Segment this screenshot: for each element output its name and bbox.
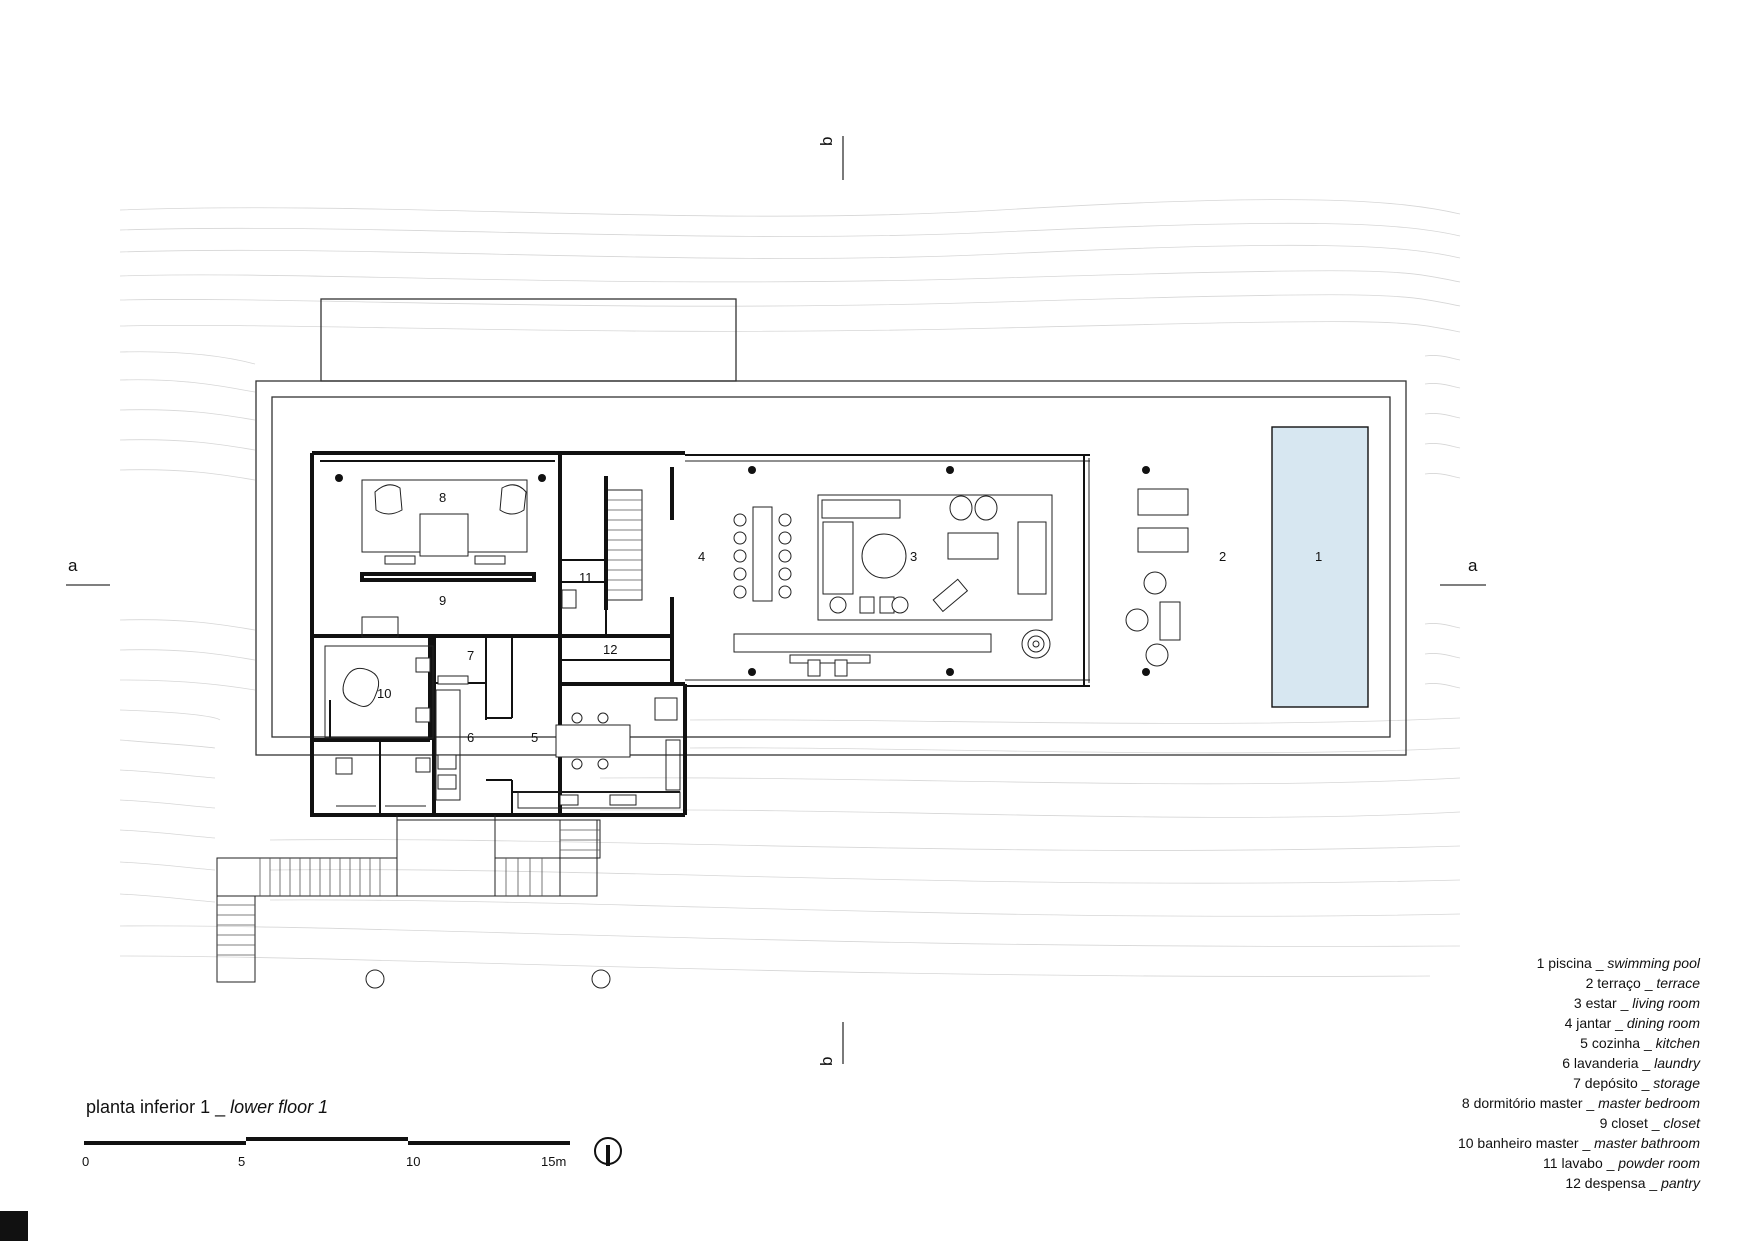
legend-item-pt: 8 dormitório master _	[1461, 1095, 1599, 1111]
room-number-12: 12	[603, 642, 617, 657]
svg-text:b: b	[817, 137, 836, 146]
drawing-title-en: lower floor 1	[230, 1097, 329, 1117]
room-number-6: 6	[467, 730, 474, 745]
glass-pavilion	[685, 454, 1090, 687]
svg-text:b: b	[817, 1057, 836, 1066]
svg-text:a: a	[68, 556, 78, 575]
bedroom-furniture	[360, 479, 536, 638]
legend-item: 8 dormitório master _ master bedroom	[1300, 1093, 1700, 1113]
dining-furniture	[733, 506, 792, 602]
legend-item-pt: 1 piscina _	[1536, 955, 1608, 971]
section-marker-a-left: a	[66, 556, 110, 586]
legend-item-pt: 3 estar _	[1573, 995, 1633, 1011]
legend-item-pt: 7 depósito _	[1573, 1075, 1654, 1091]
legend-item-pt: 6 lavanderia _	[1562, 1055, 1655, 1071]
swimming-pool	[1271, 426, 1369, 708]
legend-item: 3 estar _ living room	[1300, 993, 1700, 1013]
legend-item-en: pantry	[1661, 1175, 1700, 1191]
section-marker-b-top: b	[817, 136, 844, 180]
scale-tick-15m: 15m	[541, 1154, 566, 1169]
legend-item: 5 cozinha _ kitchen	[1300, 1033, 1700, 1053]
legend-item: 11 lavabo _ powder room	[1300, 1153, 1700, 1173]
legend-item-en: closet	[1663, 1115, 1700, 1131]
room-number-1: 1	[1315, 549, 1322, 564]
upper-structure-outline	[320, 298, 737, 382]
legend-item-pt: 2 terraço _	[1585, 975, 1657, 991]
legend-item-en: living room	[1632, 995, 1700, 1011]
room-number-4: 4	[698, 549, 705, 564]
legend-item-pt: 4 jantar _	[1564, 1015, 1627, 1031]
section-marker-b-bottom: b	[817, 1022, 844, 1066]
room-number-10: 10	[377, 686, 391, 701]
scale-tick-0: 0	[82, 1154, 89, 1169]
deck-outer-edge	[255, 380, 1407, 756]
legend-item-en: master bedroom	[1598, 1095, 1700, 1111]
room-number-5: 5	[531, 730, 538, 745]
legend-item: 7 depósito _ storage	[1300, 1073, 1700, 1093]
svg-text:a: a	[1468, 556, 1478, 575]
columns	[335, 466, 1150, 676]
living-furniture	[733, 494, 1053, 677]
interior-stair	[604, 476, 643, 610]
legend-item-en: laundry	[1654, 1055, 1700, 1071]
legend-item-pt: 5 cozinha _	[1580, 1035, 1656, 1051]
legend-item-en: swimming pool	[1607, 955, 1700, 971]
room-number-9: 9	[439, 593, 446, 608]
legend-item-en: powder room	[1618, 1155, 1700, 1171]
terrain-contours	[119, 199, 1461, 977]
bathroom-fixtures	[324, 645, 434, 807]
legend-item: 2 terraço _ terrace	[1300, 973, 1700, 993]
scale-tick-5: 5	[238, 1154, 245, 1169]
legend-item-pt: 9 closet _	[1599, 1115, 1664, 1131]
scale-bar: 0 5 10 15m	[82, 1137, 570, 1169]
terrace-furniture	[1125, 488, 1189, 667]
deck-inner-edge	[271, 396, 1391, 738]
legend-item-en: master bathroom	[1594, 1135, 1700, 1151]
room-number-11: 11	[579, 570, 593, 585]
room-number-2: 2	[1219, 549, 1226, 564]
corner-mark	[0, 1211, 28, 1241]
legend-item-en: terrace	[1656, 975, 1700, 991]
room-number-3: 3	[910, 549, 917, 564]
room-numbers: 1 2 3 4 5 6 7 8 9 10 11 12	[377, 490, 1322, 745]
drawing-title-pt: planta inferior 1 _	[86, 1097, 231, 1117]
legend-item-en: kitchen	[1655, 1035, 1700, 1051]
legend-item: 9 closet _ closet	[1300, 1113, 1700, 1133]
scale-tick-10: 10	[406, 1154, 420, 1169]
legend-item-en: storage	[1653, 1075, 1700, 1091]
kitchen-fixtures	[517, 697, 681, 809]
walls	[310, 451, 687, 817]
legend-item: 10 banheiro master _ master bathroom	[1300, 1133, 1700, 1153]
legend-item: 6 lavanderia _ laundry	[1300, 1053, 1700, 1073]
service-fixtures	[435, 589, 577, 801]
legend-item-pt: 11 lavabo _	[1543, 1155, 1619, 1171]
legend-item-en: dining room	[1626, 1015, 1700, 1031]
north-arrow-icon	[594, 1137, 622, 1166]
section-marker-a-right: a	[1440, 556, 1486, 586]
legend-item: 1 piscina _ swimming pool	[1300, 953, 1700, 973]
drawing-title: planta inferior 1 _ lower floor 1	[86, 1097, 328, 1118]
exterior-stairs	[216, 815, 611, 989]
legend-item: 12 despensa _ pantry	[1300, 1173, 1700, 1193]
room-number-8: 8	[439, 490, 446, 505]
room-number-7: 7	[467, 648, 474, 663]
legend-item: 4 jantar _ dining room	[1300, 1013, 1700, 1033]
legend-item-pt: 10 banheiro master _	[1457, 1135, 1595, 1151]
legend-item-pt: 12 despensa _	[1565, 1175, 1662, 1191]
